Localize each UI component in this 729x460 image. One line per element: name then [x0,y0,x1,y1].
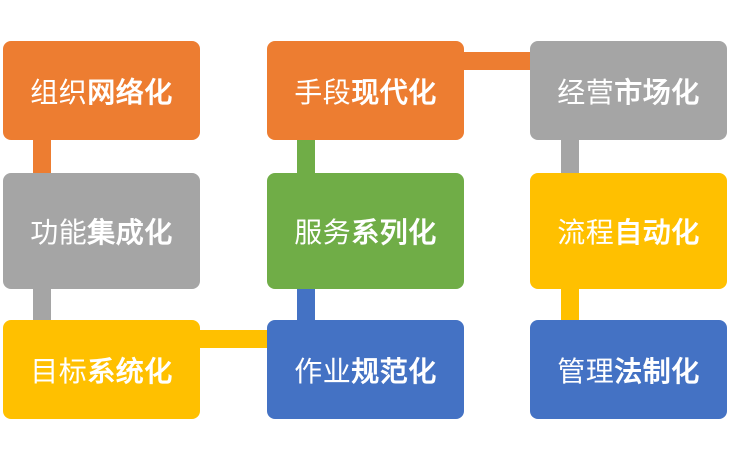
box-label-emphasis: 系列化 [351,216,437,249]
box-label-prefix: 目标 [30,354,88,388]
box-label-emphasis: 系统化 [87,354,173,388]
box-label-emphasis: 市场化 [614,75,700,109]
box-label-prefix: 手段 [294,75,352,109]
connector-b6-b9 [561,289,579,320]
box-label-prefix: 流程 [557,216,615,249]
connector-b1-b4 [33,140,51,173]
box-function-integration: 功能集成化 [3,173,200,289]
box-service-serialization: 服务系列化 [267,173,464,289]
box-label-emphasis: 网络化 [87,75,173,109]
box-label-prefix: 管理 [557,354,615,388]
connector-b4-b7 [33,289,51,320]
box-operation-marketization: 经营市场化 [530,41,727,140]
box-label-prefix: 服务 [294,216,352,249]
box-management-legalization: 管理法制化 [530,320,727,419]
box-label-emphasis: 集成化 [87,216,173,249]
box-label-emphasis: 法制化 [614,354,700,388]
box-goal-systematization: 目标系统化 [3,320,200,419]
box-operation-standardization: 作业规范化 [267,320,464,419]
connector-b2-b3 [464,52,530,70]
box-label-prefix: 作业 [294,354,352,388]
box-label-emphasis: 现代化 [351,75,437,109]
box-organization-networking: 组织网络化 [3,41,200,140]
box-label-prefix: 组织 [30,75,88,109]
box-label-prefix: 功能 [30,216,88,249]
box-means-modernization: 手段现代化 [267,41,464,140]
connector-b8-b5 [297,289,315,320]
box-label-prefix: 经营 [557,75,615,109]
box-label-emphasis: 自动化 [614,216,700,249]
connector-b5-b2 [297,140,315,173]
box-label-emphasis: 规范化 [351,354,437,388]
box-process-automation: 流程自动化 [530,173,727,289]
connector-b3-b6 [561,140,579,173]
connector-b7-b8 [200,330,267,348]
